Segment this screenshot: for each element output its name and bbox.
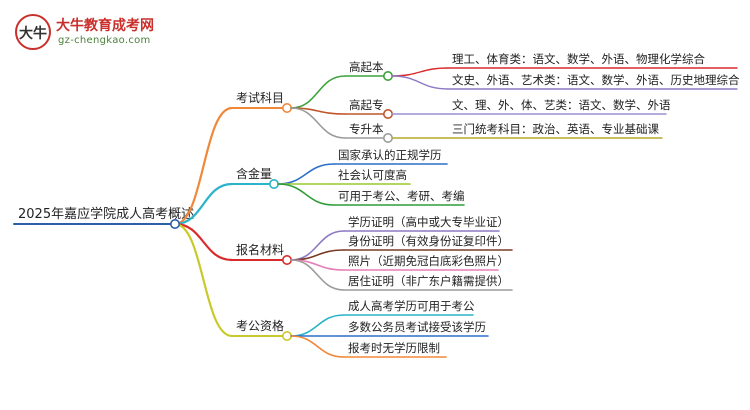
child-label: 照片（近期免冠白底彩色照片） bbox=[348, 254, 509, 268]
branch-node bbox=[281, 330, 292, 341]
child-node bbox=[382, 133, 393, 144]
child-label: 学历证明（高中或大专毕业证） bbox=[348, 215, 509, 229]
root-node bbox=[170, 219, 181, 230]
leaf-connector bbox=[391, 75, 449, 90]
child-label: 社会认可度高 bbox=[338, 168, 407, 182]
child-connector bbox=[290, 314, 345, 337]
child-node bbox=[382, 71, 393, 82]
child-connector bbox=[277, 163, 335, 185]
root-label: 2025年嘉应学院成人高考概述 bbox=[18, 206, 194, 222]
child-connector bbox=[290, 259, 345, 291]
child-label: 国家承认的正规学历 bbox=[338, 148, 442, 162]
child-connector bbox=[290, 75, 346, 109]
logo-mark-text: 大牛 bbox=[19, 25, 47, 42]
branch-label: 考公资格 bbox=[236, 318, 284, 333]
logo-url: gz-chengkao.com bbox=[58, 35, 151, 46]
logo-mark-icon: 大牛 bbox=[14, 13, 52, 51]
child-label: 可用于考公、考研、考编 bbox=[338, 189, 465, 203]
branch-connector bbox=[173, 222, 234, 262]
leaf-label: 文、理、外、体、艺类：语文、数学、外语 bbox=[452, 98, 671, 112]
branch-label: 含金量 bbox=[236, 166, 272, 181]
branch-label: 考试科目 bbox=[236, 90, 284, 105]
logo-title: 大牛教育成考网 bbox=[56, 18, 154, 34]
leaf-label: 文史、外语、艺术类：语文、数学、外语、历史地理综合 bbox=[452, 73, 740, 87]
child-node bbox=[382, 109, 393, 120]
child-connector bbox=[290, 335, 345, 358]
child-label: 居住证明（非广东户籍需提供） bbox=[348, 274, 509, 288]
branch-connector bbox=[173, 182, 234, 226]
child-label: 身份证明（有效身份证复印件） bbox=[348, 234, 509, 248]
child-label: 高起本 bbox=[349, 60, 384, 74]
logo: 大牛 大牛教育成考网 gz-chengkao.com bbox=[14, 13, 164, 53]
branch-label: 报名材料 bbox=[236, 242, 284, 257]
leaf-label: 理工、体育类：语文、数学、外语、物理化学综合 bbox=[452, 52, 705, 66]
leaf-connector bbox=[391, 67, 449, 77]
child-connector bbox=[290, 107, 346, 139]
branch-connector bbox=[173, 222, 234, 338]
branch-connector bbox=[173, 106, 234, 226]
child-label: 专升本 bbox=[349, 122, 384, 136]
child-label: 成人高考学历可用于考公 bbox=[348, 299, 475, 313]
leaf-label: 三门统考科目：政治、英语、专业基础课 bbox=[452, 122, 659, 136]
branch-node bbox=[281, 255, 292, 266]
branch-node bbox=[281, 103, 292, 114]
branch-node bbox=[268, 179, 279, 190]
child-label: 多数公务员考试接受该学历 bbox=[348, 320, 486, 334]
child-label: 报考时无学历限制 bbox=[348, 341, 440, 355]
child-label: 高起专 bbox=[349, 98, 384, 112]
child-connector bbox=[277, 183, 335, 206]
